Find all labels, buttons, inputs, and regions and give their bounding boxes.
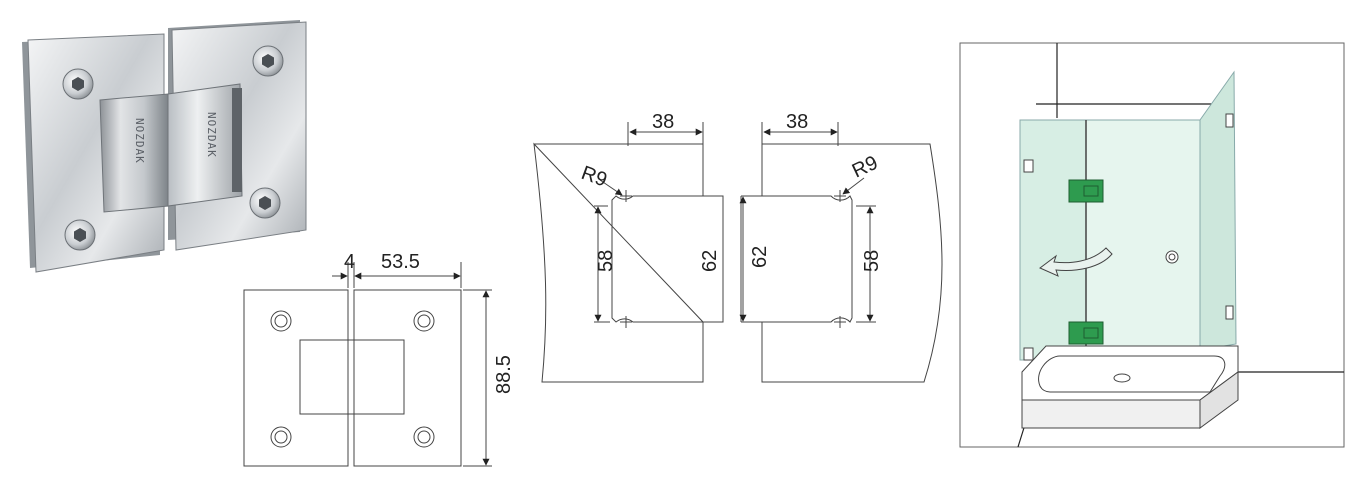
front-view-drawing [243, 262, 492, 467]
wall-bracket [1023, 347, 1034, 361]
right-leaf-outline [353, 289, 462, 467]
hinge-barrel-right [167, 83, 243, 207]
side-bracket [1225, 113, 1234, 128]
door-knob-icon [1165, 250, 1179, 264]
left-leaf-outline [243, 289, 349, 467]
stamp-left: NOZDAK [133, 118, 146, 164]
barrel-outline [299, 339, 405, 415]
left-glass-panel [533, 142, 724, 383]
hinge-photo: NOZDAK NOZDAK [22, 20, 307, 273]
right-inner-height-label: 58 [861, 250, 883, 272]
screw-icon [252, 45, 284, 77]
tray-basin [1038, 355, 1226, 393]
screw-hole-icon [413, 426, 435, 448]
stamp-right: NOZDAK [205, 112, 218, 158]
right-width-label: 38 [786, 111, 808, 133]
left-outer-height-label: 62 [699, 250, 721, 272]
screw-icon [62, 68, 94, 100]
right-outer-height-label: 62 [749, 246, 771, 268]
left-front-plate [27, 33, 165, 273]
screw-hole-icon [270, 310, 292, 332]
left-radius-label: R9 [578, 162, 610, 191]
screw-hole-icon [413, 310, 435, 332]
side-bracket [1225, 305, 1234, 320]
screw-hole-icon [270, 426, 292, 448]
drain-icon [1113, 373, 1131, 383]
swing-arrow-icon [1039, 247, 1113, 277]
right-glass-panel [761, 143, 943, 383]
left-radius-leader [599, 179, 623, 196]
right-radius-leader [842, 177, 865, 195]
barrel-shadow [232, 88, 242, 192]
gap-label: 4 [344, 251, 355, 273]
hinge-marker-top [1068, 179, 1104, 203]
tray-base-front [1021, 399, 1201, 429]
wall-bracket [1023, 159, 1034, 173]
cutout-dimensions [594, 122, 876, 328]
installation-illustration [959, 42, 1345, 448]
hinge-marker-bottom [1068, 321, 1104, 345]
height-label: 88.5 [493, 355, 515, 394]
screw-icon [64, 219, 96, 251]
width-label: 53.5 [381, 251, 420, 273]
left-width-label: 38 [652, 111, 674, 133]
screw-icon [249, 187, 281, 219]
left-inner-height-label: 58 [595, 250, 617, 272]
right-radius-label: R9 [849, 152, 881, 183]
tray-base-side [1199, 371, 1239, 429]
side-glass-panel [1199, 70, 1237, 351]
